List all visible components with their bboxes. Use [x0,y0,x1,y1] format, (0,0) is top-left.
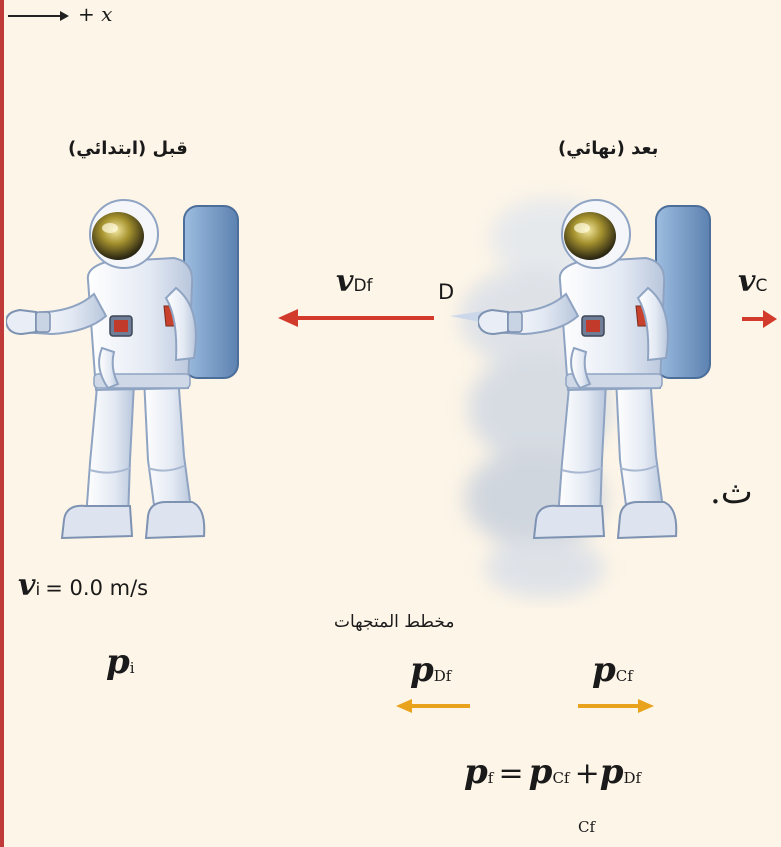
momentum-subscript: Cf [616,667,633,685]
astronaut-momentum-arrow [578,704,640,708]
velocity-symbol: v [738,264,755,299]
velocity-symbol: v [18,568,35,603]
velocity-value: = 0.0 m/s [45,576,148,600]
momentum-symbol: p [410,650,434,690]
equals-sign: = [498,756,523,791]
astronaut-momentum-label: pCf [592,650,633,690]
plus-sign: + [575,756,600,791]
momentum-subscript: i [130,659,135,677]
equation-term1-symbol: p [529,752,553,792]
momentum-symbol: p [106,642,130,682]
arrow-left-icon [278,309,298,327]
equation-footnote: Cf [578,818,595,836]
before-heading: قبل (ابتدائي) [68,138,188,159]
axis-line [8,15,62,17]
vector-diagram-title: مخطط المتجهات [334,612,454,632]
axis-label: + x [78,2,112,26]
gas-momentum-arrow [410,704,470,708]
momentum-subscript: Df [434,667,452,685]
gas-momentum-label: pDf [410,650,451,690]
astronaut-velocity-label: vC [738,264,767,299]
velocity-subscript: i [35,580,40,600]
equation-term2-symbol: p [600,752,624,792]
velocity-symbol: v [336,264,353,299]
velocity-subscript: C [755,276,767,296]
after-heading: بعد (نهائي) [558,138,658,159]
arrow-right-icon [763,310,777,328]
equation-term2-subscript: Df [624,769,642,787]
axis-arrow-icon [60,11,69,21]
initial-velocity: vi = 0.0 m/s [18,568,148,603]
gas-velocity-label: vDf [336,264,373,299]
velocity-subscript: Df [353,276,372,296]
equation-term1-subscript: Cf [552,769,569,787]
arrow-left-icon [396,699,412,713]
gas-velocity-arrow [296,316,434,320]
initial-momentum: pi [106,642,135,682]
cut-text: ث. [710,472,753,512]
astronaut-icon-after [478,198,718,558]
equation-lhs-subscript: f [488,769,494,787]
astronaut-icon-before [6,198,246,558]
momentum-equation: pf = pCf +pDf [464,752,641,792]
momentum-symbol: p [592,650,616,690]
equation-lhs-symbol: p [464,752,488,792]
page-border [0,0,4,847]
gas-label: D [438,280,454,304]
arrow-right-icon [638,699,654,713]
